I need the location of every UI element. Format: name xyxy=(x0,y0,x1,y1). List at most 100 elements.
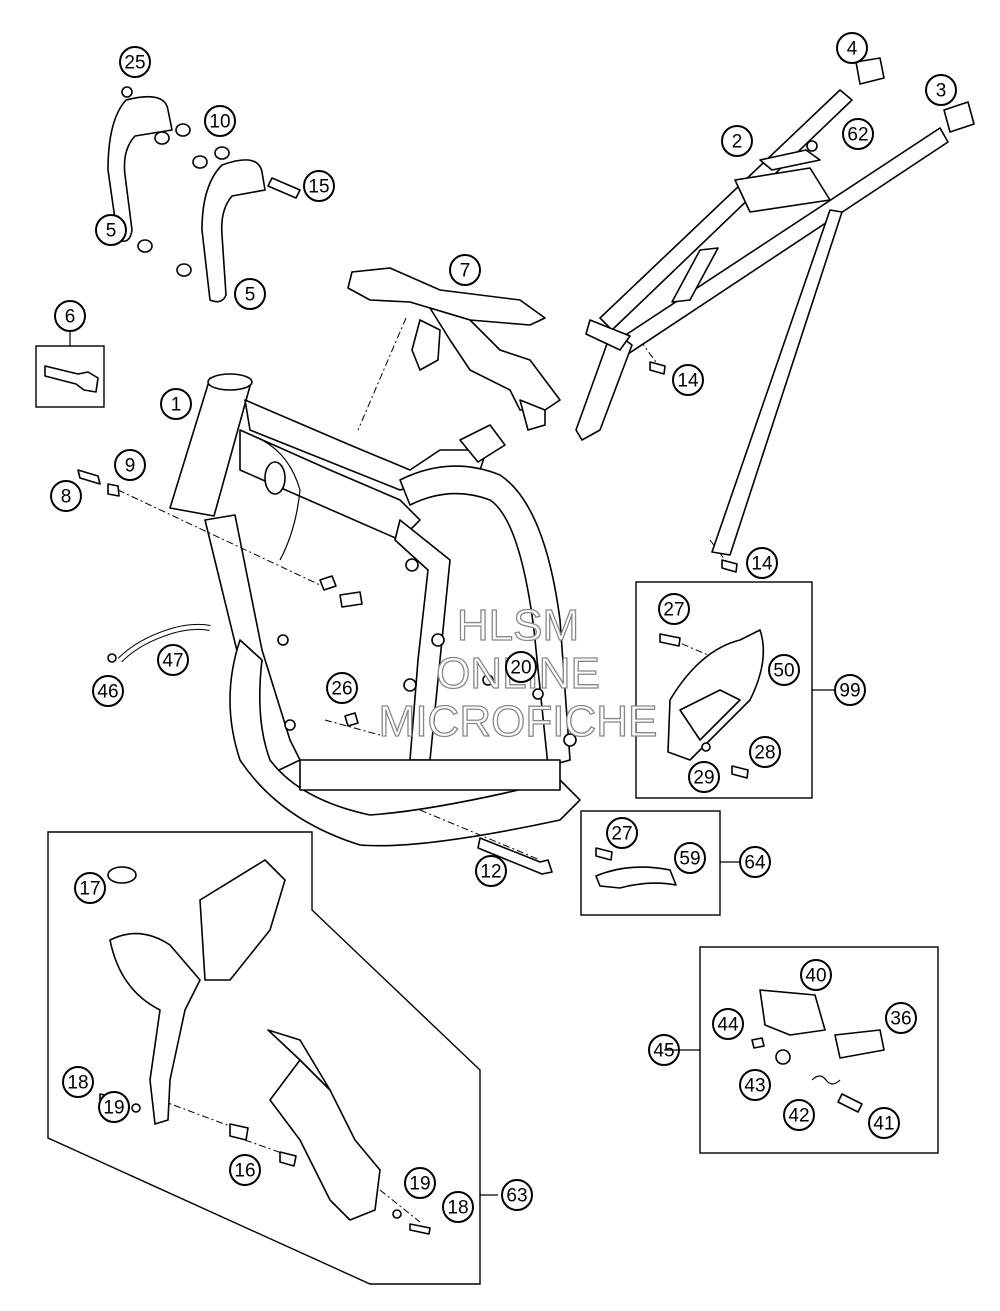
callout-label: 64 xyxy=(744,853,766,874)
callout-label: 46 xyxy=(97,682,118,703)
watermark-line3: MICROFICHE xyxy=(379,697,658,746)
callout-7: 7 xyxy=(449,254,481,286)
callout-19: 19 xyxy=(404,1167,436,1199)
callout-label: 1 xyxy=(171,395,182,416)
callout-28: 28 xyxy=(749,736,781,768)
callout-label: 6 xyxy=(65,307,76,328)
key-6 xyxy=(44,365,99,393)
callout-1: 1 xyxy=(160,388,192,420)
callout-label: 9 xyxy=(125,456,136,477)
bolt-8 xyxy=(77,469,101,485)
engine-brackets xyxy=(107,86,301,303)
callout-label: 63 xyxy=(506,1186,527,1207)
callout-5: 5 xyxy=(95,214,127,246)
callout-41: 41 xyxy=(868,1107,900,1139)
callout-42: 42 xyxy=(783,1099,815,1131)
callout-label: 18 xyxy=(67,1073,88,1094)
callout-label: 12 xyxy=(480,862,501,883)
callout-40: 40 xyxy=(800,959,832,991)
callout-47: 47 xyxy=(157,644,189,676)
callout-label: 4 xyxy=(847,39,858,60)
callout-label: 26 xyxy=(331,679,352,700)
callout-99: 99 xyxy=(834,674,866,706)
callout-label: 18 xyxy=(447,1198,468,1219)
callout-19: 19 xyxy=(98,1091,130,1123)
callout-3: 3 xyxy=(925,74,957,106)
plug-4 xyxy=(855,57,885,85)
callout-label: 27 xyxy=(663,600,684,621)
callout-46: 46 xyxy=(92,675,124,707)
cover-part-7 xyxy=(347,267,561,431)
callout-18: 18 xyxy=(62,1066,94,1098)
callout-16: 16 xyxy=(229,1154,261,1186)
callout-label: 20 xyxy=(510,658,531,679)
callout-label: 14 xyxy=(751,554,773,575)
bolt-12 xyxy=(477,837,553,875)
callout-43: 43 xyxy=(739,1069,771,1101)
callout-label: 36 xyxy=(890,1009,911,1030)
callout-29: 29 xyxy=(688,761,720,793)
callout-label: 62 xyxy=(847,125,868,146)
callout-label: 25 xyxy=(124,53,145,74)
part63-box xyxy=(47,831,481,1285)
callout-label: 43 xyxy=(744,1076,765,1097)
callout-label: 15 xyxy=(308,177,329,198)
callout-label: 29 xyxy=(693,768,714,789)
callout-14: 14 xyxy=(672,364,704,396)
callout-26: 26 xyxy=(326,672,358,704)
callout-59: 59 xyxy=(674,842,706,874)
main-frame xyxy=(169,373,581,847)
callout-64: 64 xyxy=(739,846,771,878)
clip-46 xyxy=(107,653,117,663)
callout-50: 50 xyxy=(768,654,800,686)
callout-label: 27 xyxy=(611,824,632,845)
subframe xyxy=(575,89,949,556)
callout-label: 3 xyxy=(936,81,947,102)
callout-6: 6 xyxy=(54,300,86,332)
callout-label: 99 xyxy=(839,681,860,702)
callout-label: 19 xyxy=(409,1174,430,1195)
callout-2: 2 xyxy=(721,125,753,157)
callout-14: 14 xyxy=(746,547,778,579)
callout-label: 17 xyxy=(79,879,100,900)
callout-62: 62 xyxy=(842,118,874,150)
footpegs-45 xyxy=(751,989,885,1113)
callout-label: 40 xyxy=(805,966,826,987)
callout-10: 10 xyxy=(204,105,236,137)
plug-3 xyxy=(943,101,975,133)
watermark-line1: HLSM xyxy=(457,601,579,650)
callout-label: 50 xyxy=(773,661,794,682)
callout-12: 12 xyxy=(475,855,507,887)
callout-label: 8 xyxy=(61,487,72,508)
callout-17: 17 xyxy=(74,872,106,904)
nut-9 xyxy=(107,483,120,497)
callout-label: 42 xyxy=(788,1106,809,1127)
callout-27: 27 xyxy=(658,593,690,625)
callout-label: 16 xyxy=(234,1161,255,1182)
callout-label: 7 xyxy=(460,261,471,282)
callout-label: 5 xyxy=(106,221,117,242)
callout-label: 59 xyxy=(679,849,700,870)
guard-64 xyxy=(595,847,677,889)
callout-20: 20 xyxy=(505,651,537,683)
callout-9: 9 xyxy=(114,449,146,481)
callout-label: 47 xyxy=(162,651,183,672)
part64-box xyxy=(580,810,721,916)
callout-36: 36 xyxy=(885,1002,917,1034)
callout-44: 44 xyxy=(712,1008,744,1040)
callout-label: 19 xyxy=(103,1098,124,1119)
callout-15: 15 xyxy=(303,170,335,202)
callout-25: 25 xyxy=(119,46,151,78)
callout-5: 5 xyxy=(234,278,266,310)
callout-label: 10 xyxy=(209,112,230,133)
callout-label: 44 xyxy=(717,1015,739,1036)
callout-label: 45 xyxy=(653,1041,674,1062)
callout-label: 5 xyxy=(245,285,256,306)
callout-4: 4 xyxy=(836,32,868,64)
callout-label: 41 xyxy=(873,1114,894,1135)
callout-label: 14 xyxy=(677,371,699,392)
callout-63: 63 xyxy=(501,1179,533,1211)
callout-27: 27 xyxy=(606,817,638,849)
callout-8: 8 xyxy=(50,480,82,512)
